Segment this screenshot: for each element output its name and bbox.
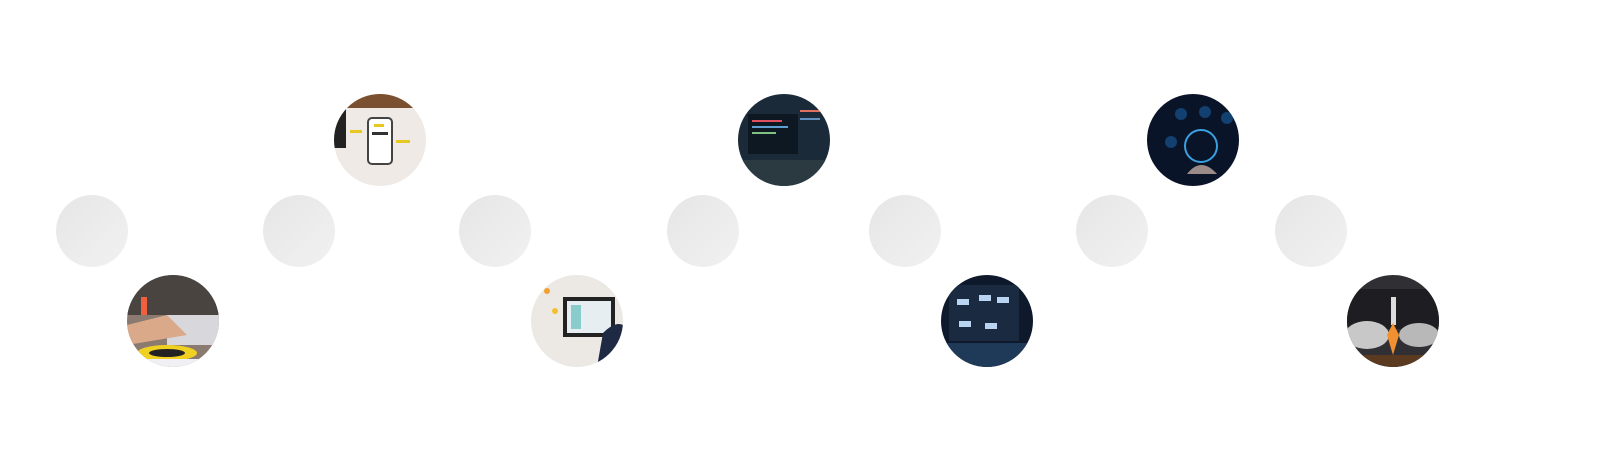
flowchart-tablet-photo: [941, 275, 1033, 367]
timeline-node-1: [56, 195, 128, 267]
network-icons-photo: [1147, 94, 1239, 186]
timeline-node-7: [1275, 195, 1347, 267]
timeline-node-2: [263, 195, 335, 267]
target-dart-photo: [127, 275, 219, 367]
timeline-node-3: [459, 195, 531, 267]
timeline-node-5: [869, 195, 941, 267]
rocket-launch-photo: [1347, 275, 1439, 367]
timeline-node-4: [667, 195, 739, 267]
code-screen-photo: [738, 94, 830, 186]
wireframe-sketch-photo: [334, 94, 426, 186]
ui-design-monitor-photo: [531, 275, 623, 367]
timeline-node-6: [1076, 195, 1148, 267]
